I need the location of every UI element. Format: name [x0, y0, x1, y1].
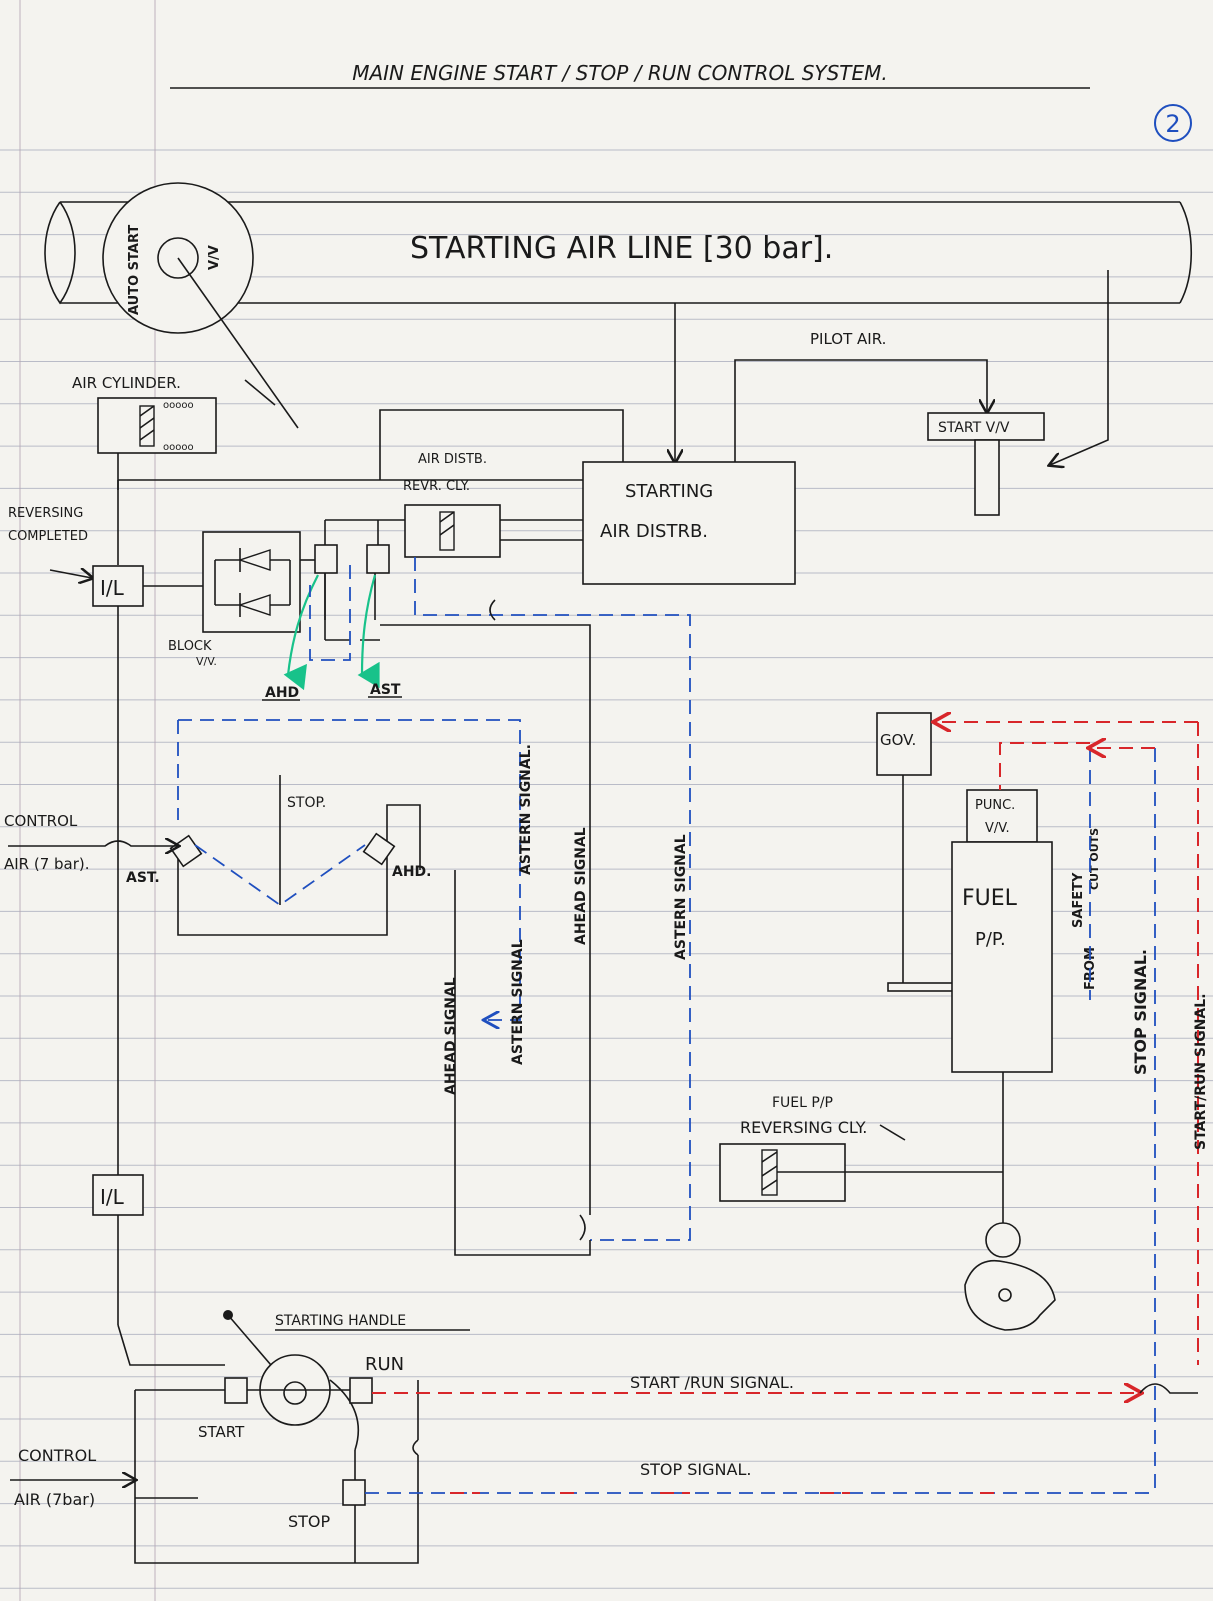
stop-handle-valve — [342, 1479, 366, 1506]
interlock-lower — [92, 1174, 144, 1216]
puncture-valve-label: PUNC. — [975, 798, 1015, 813]
ahd-lever-label: AHD. — [392, 864, 432, 880]
start-run-signal-vertical-label: START/RUN SIGNAL. — [1193, 993, 1209, 1150]
reversing-label: REVERSING — [8, 506, 83, 521]
completed-label: COMPLETED — [8, 529, 88, 544]
cut-outs-label: CUT OUTS — [1088, 828, 1101, 890]
fuel-pp-reversing-label: REVERSING CLY. — [740, 1118, 867, 1137]
block-valve — [202, 531, 315, 633]
air-cylinder: ooooo ooooo — [97, 397, 217, 454]
start-valve-stem — [974, 439, 1000, 516]
ast-lever-valve — [169, 834, 203, 868]
starting-handle-label: STARTING HANDLE — [275, 1313, 406, 1329]
green-arrow-ahd — [283, 574, 319, 691]
revr-cly-label: REVR. CLY. — [403, 479, 470, 494]
ahd-upper-label: AHD — [265, 685, 299, 701]
auto-start-valve: AUTO START V/V — [102, 182, 299, 429]
run-label: RUN — [365, 1354, 404, 1375]
interlock-lower-label: I/L — [100, 1185, 125, 1209]
control-air-lower-label-2: AIR (7bar) — [14, 1490, 95, 1509]
ast-upper-label: AST — [370, 682, 401, 698]
page-title: MAIN ENGINE START / STOP / RUN CONTROL S… — [352, 61, 888, 85]
ahd-pilot-valve — [314, 544, 338, 574]
safety-label: SAFETY — [1071, 872, 1086, 928]
control-air-lower-label: CONTROL — [18, 1446, 96, 1465]
interlock-upper — [92, 565, 144, 607]
fuel-cam — [964, 1222, 1056, 1331]
fuel-pump — [951, 841, 1053, 1073]
starting-air-distributor — [582, 461, 796, 585]
start-valve-label: START V/V — [938, 420, 1010, 436]
stop-signal-vertical-label: STOP SIGNAL. — [1131, 949, 1150, 1075]
starting-air-line-label: STARTING AIR LINE [30 bar]. — [410, 231, 833, 266]
ast-pilot-valve — [366, 544, 390, 574]
page-number-circle — [1154, 104, 1192, 142]
air-cylinder-label: AIR CYLINDER. — [72, 374, 181, 392]
stop-label: STOP — [288, 1512, 331, 1531]
page-number: 2 — [1165, 110, 1180, 138]
puncture-valve — [966, 789, 1038, 843]
governor — [876, 712, 932, 776]
air-distb-label: AIR DISTB. — [418, 452, 487, 467]
control-air-upper-label-2: AIR (7 bar). — [4, 855, 90, 873]
stop-small-label: STOP. — [287, 795, 326, 811]
block-valve-label: BLOCK — [168, 639, 212, 654]
svg-text:ooooo: ooooo — [163, 400, 194, 411]
direction-lever-block — [169, 775, 421, 936]
starting-air-line: STARTING AIR LINE [30 bar]. — [44, 201, 1192, 305]
ahead-signal-mid-label: AHEAD SIGNAL — [573, 827, 589, 945]
fuel-pump-label: FUEL — [962, 886, 1018, 911]
run-handle-valve — [349, 1377, 373, 1404]
block-valve-label-2: V/V. — [196, 655, 217, 668]
governor-label: GOV. — [880, 731, 916, 749]
interlock-upper-label: I/L — [100, 576, 125, 600]
green-arrow-ast — [357, 574, 380, 689]
pilot-air-label: PILOT AIR. — [810, 330, 886, 348]
auto-start-vv-label: V/V — [207, 245, 222, 270]
stop-signal-label: STOP SIGNAL. — [640, 1460, 751, 1479]
start-handle-valve — [224, 1377, 248, 1404]
air-distrb-label: AIR DISTRB. — [600, 521, 708, 542]
ruled-lines — [0, 149, 1213, 1589]
starting-distributor-label: STARTING — [625, 481, 713, 502]
ahd-lever-valve — [362, 832, 396, 866]
fuel-pump-label-2: P/P. — [975, 929, 1006, 950]
astern-signal-right-label: ASTERN SIGNAL — [673, 834, 689, 960]
puncture-valve-label-2: V/V. — [985, 821, 1010, 836]
ast-lever-label: AST. — [126, 870, 160, 886]
svg-text:ooooo: ooooo — [163, 442, 194, 453]
ahead-signal-left-label: AHEAD SIGNAL — [443, 977, 459, 1095]
start-run-signal-label: START /RUN SIGNAL. — [630, 1373, 794, 1392]
fuel-pp-label: FUEL P/P — [772, 1095, 833, 1111]
astern-signal-mid-label: ASTERN SIGNAL. — [518, 744, 534, 875]
astern-signal-left-label: ASTERN SIGNAL — [510, 939, 526, 1065]
auto-start-label: AUTO START — [127, 225, 142, 315]
control-air-upper-label: CONTROL — [4, 812, 78, 830]
start-label: START — [198, 1423, 245, 1441]
